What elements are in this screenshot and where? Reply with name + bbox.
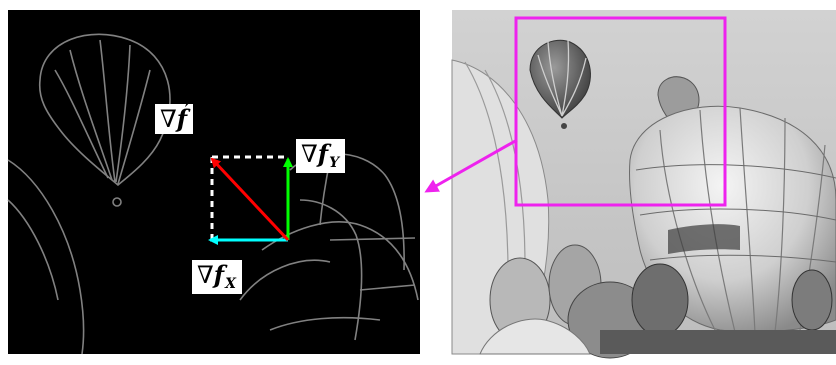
arrow-left-icon	[424, 138, 518, 193]
balloon-crowd	[479, 244, 836, 359]
gradient-label: ∇→f	[155, 95, 194, 134]
photo-panel	[451, 10, 836, 359]
crop-region-box	[514, 16, 727, 207]
gradient-x-label: ∇fX	[192, 260, 242, 294]
small-balloon	[529, 39, 591, 129]
edge-image-panel	[7, 10, 420, 355]
gradient-y-label: ∇fY	[296, 139, 346, 173]
gradient-diagram	[208, 155, 293, 245]
gradient-arrow	[210, 157, 290, 242]
